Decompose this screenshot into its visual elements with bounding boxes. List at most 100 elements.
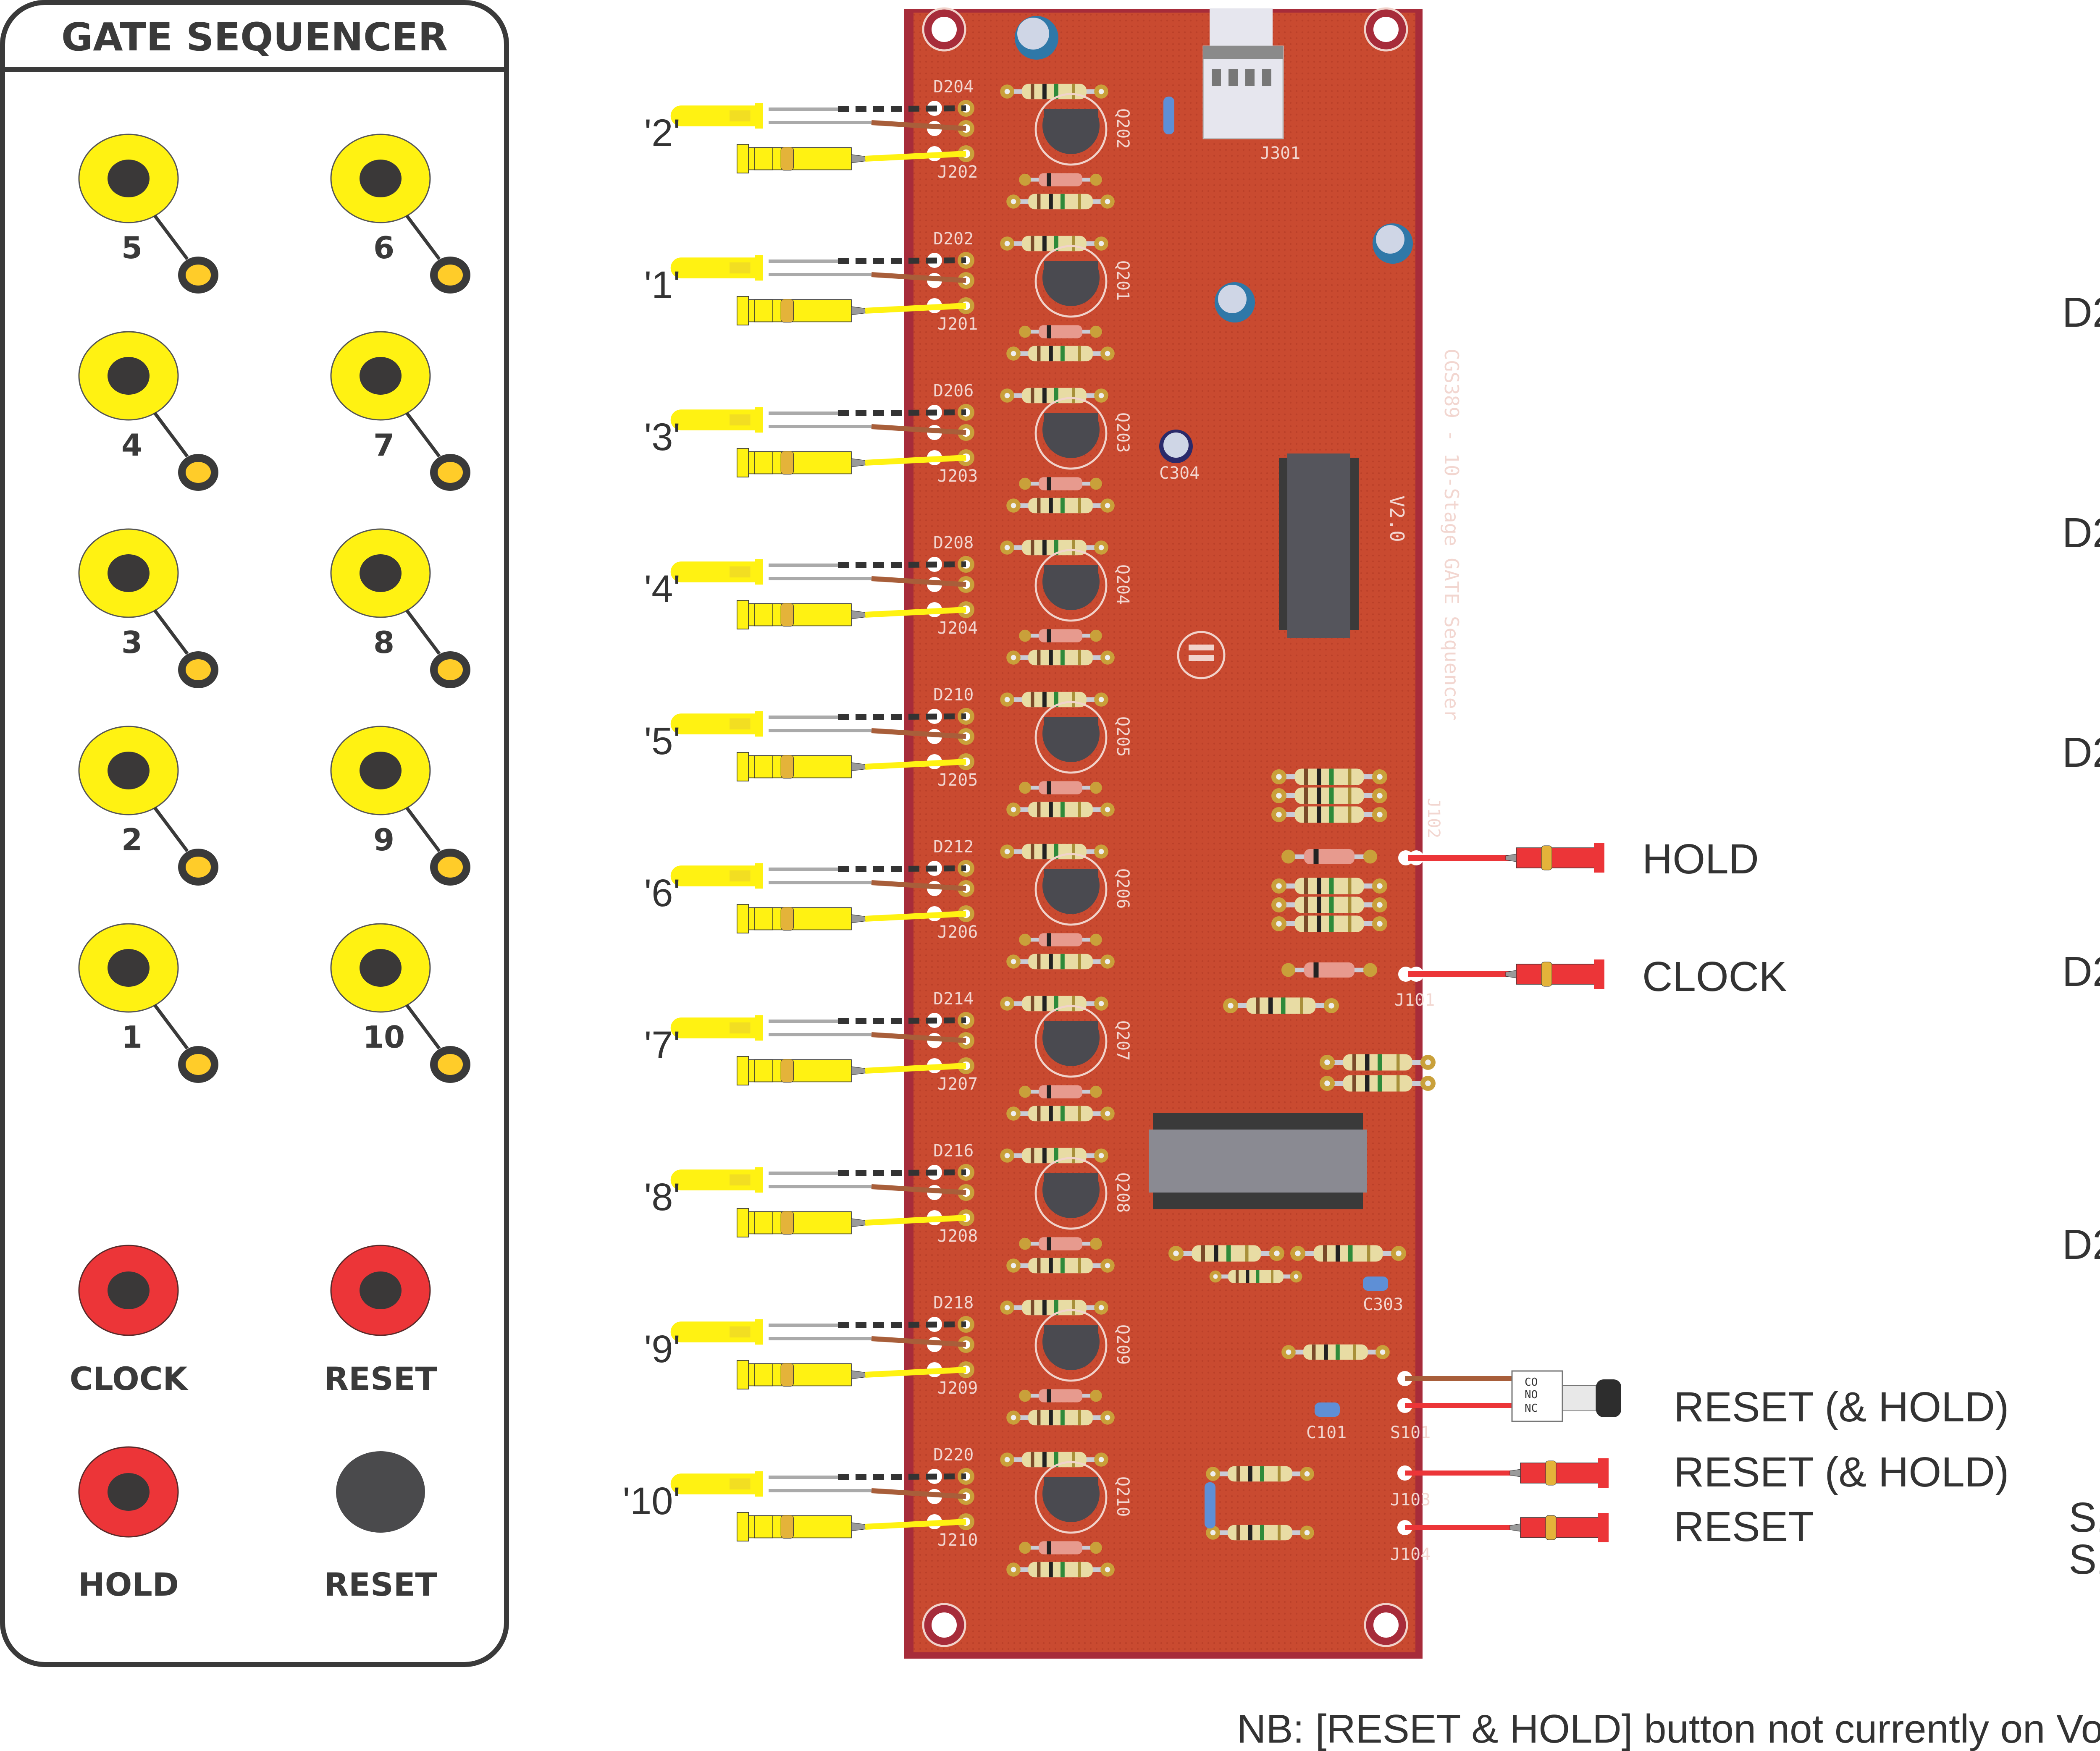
step-led-8 (430, 651, 470, 688)
gate-jack-label: 8 (373, 625, 394, 660)
capacitor-c306 (1015, 16, 1058, 60)
diode-ref: D214 (933, 989, 974, 1009)
led-leader-line (153, 214, 189, 260)
transistor-ref: Q203 (1113, 412, 1132, 453)
gate-jack-label: 2 (121, 822, 142, 857)
front-panel-outline (0, 0, 509, 1667)
gate-jack-side (736, 448, 866, 477)
gate-jack-socket (360, 357, 402, 395)
step-led-side (670, 407, 763, 433)
svg-text:CO: CO (1525, 1376, 1538, 1389)
rear-label-s101-2: S101_2 (2068, 1536, 2100, 1583)
step-led-side (670, 863, 763, 889)
svg-text:J104: J104 (1390, 1545, 1431, 1564)
step-wiring-10 (670, 1471, 966, 1541)
mounting-hole (1364, 1603, 1408, 1647)
step-led-4 (178, 454, 218, 491)
gate-jack-2[interactable] (78, 726, 179, 815)
rear-left-diode-label: D212_2 (2062, 289, 2100, 336)
gate-jack-side (736, 296, 866, 325)
reset-push-button[interactable] (336, 1451, 425, 1533)
hold-jack[interactable] (78, 1446, 179, 1538)
step-callout: '6' (644, 872, 680, 915)
jack-ref: J201 (937, 315, 978, 334)
gate-jack-side (736, 752, 866, 781)
led-leader-line (405, 609, 441, 655)
led-leader-line (405, 806, 441, 852)
step-callout: '9' (644, 1328, 680, 1371)
step-wiring-8 (670, 1167, 966, 1237)
gate-jack-socket (360, 949, 402, 987)
gate-jack-3[interactable] (78, 528, 179, 618)
ic-u102 (1149, 1113, 1367, 1209)
svg-text:NC: NC (1525, 1402, 1538, 1415)
gate-jack-side (736, 904, 866, 933)
pcb-title-silk: CGS389 - 10-Stage GATE Sequencer (1440, 349, 1463, 721)
rear-label-s101-1: S101_1 (2068, 1494, 2100, 1541)
jack-ref: J205 (937, 771, 978, 790)
capacitor-c102 (1205, 1482, 1215, 1528)
gate-jack-label: 6 (373, 230, 394, 265)
hold-jack-socket (108, 1473, 150, 1511)
clock-jack-label: CLOCK (70, 1360, 189, 1397)
transistor-ref: Q205 (1113, 716, 1132, 757)
elby-logo (1177, 631, 1226, 679)
step-led-side (670, 1015, 763, 1041)
gate-jack-side (736, 1056, 866, 1085)
step-led-side (670, 1471, 763, 1497)
jack-ref: J208 (937, 1227, 978, 1246)
push-switch-cap[interactable] (1596, 1379, 1621, 1417)
mounting-hole (1364, 7, 1408, 52)
gate-jack-10[interactable] (330, 923, 431, 1013)
diode-ref: D218 (933, 1293, 974, 1313)
diode-ref: D206 (933, 381, 974, 401)
svg-text:J101: J101 (1394, 991, 1435, 1010)
transistor-ref: Q210 (1113, 1476, 1132, 1517)
gate-jack-5[interactable] (78, 134, 179, 223)
clock-jack[interactable] (78, 1245, 179, 1336)
step-led-side (670, 1167, 763, 1193)
front-panel-title: GATE SEQUENCER (61, 15, 448, 60)
step-callout: '10' (623, 1480, 680, 1523)
step-wiring-9 (670, 1319, 966, 1389)
gate-jack-1[interactable] (78, 923, 179, 1013)
diode-ref: D210 (933, 685, 974, 705)
gate-jack-6[interactable] (330, 134, 431, 223)
transistor-ref: Q208 (1113, 1172, 1132, 1213)
front-control-jacks: CLOCK RESET HOLD RESET (70, 1245, 437, 1603)
transistor-ref: Q207 (1113, 1020, 1132, 1061)
gate-jack-side (736, 144, 866, 173)
reset-button-label: RESET (324, 1566, 437, 1603)
clock-jack-socket (108, 1271, 150, 1309)
diode-ref: D216 (933, 1141, 974, 1161)
step-led-side (670, 1319, 763, 1345)
reset-hold-jack-callout: RESET (& HOLD) (1674, 1449, 2009, 1496)
gate-jack-7[interactable] (330, 331, 431, 421)
gate-jack-side (736, 1208, 866, 1237)
gate-jack-4[interactable] (78, 331, 179, 421)
gate-jack-label: 9 (373, 822, 394, 857)
step-callout: '8' (644, 1176, 680, 1219)
step-callout: '4' (644, 568, 680, 611)
svg-text:C304: C304 (1159, 464, 1200, 483)
capacitor-c305 (1163, 97, 1174, 134)
led-leader-line (153, 806, 189, 852)
reset-jack[interactable] (330, 1245, 431, 1336)
led-leader-line (153, 609, 189, 655)
front-panel: GATE SEQUENCER (0, 0, 509, 1667)
svg-text:C303: C303 (1363, 1295, 1403, 1314)
step-led-5 (178, 257, 218, 294)
power-header: J301 (1202, 8, 1300, 163)
rear-controls: J104 RESET J101 CLOCK J103 RESET & HOLD … (2068, 1494, 2100, 1583)
led-leader-line (405, 214, 441, 260)
pcb-stages: D204J202Q202D202J201Q201D206J203Q203D208… (927, 77, 1132, 1577)
footnote: NB: [RESET & HOLD] button not currently … (1237, 1706, 2100, 1751)
rear-left-diode-label: D214_2 (2062, 509, 2100, 556)
gate-jack-label: 4 (121, 427, 142, 463)
gate-jack-label: 7 (373, 427, 394, 463)
gate-jack-8[interactable] (330, 528, 431, 618)
gate-jack-9[interactable] (330, 726, 431, 815)
gate-jack-side (736, 600, 866, 629)
